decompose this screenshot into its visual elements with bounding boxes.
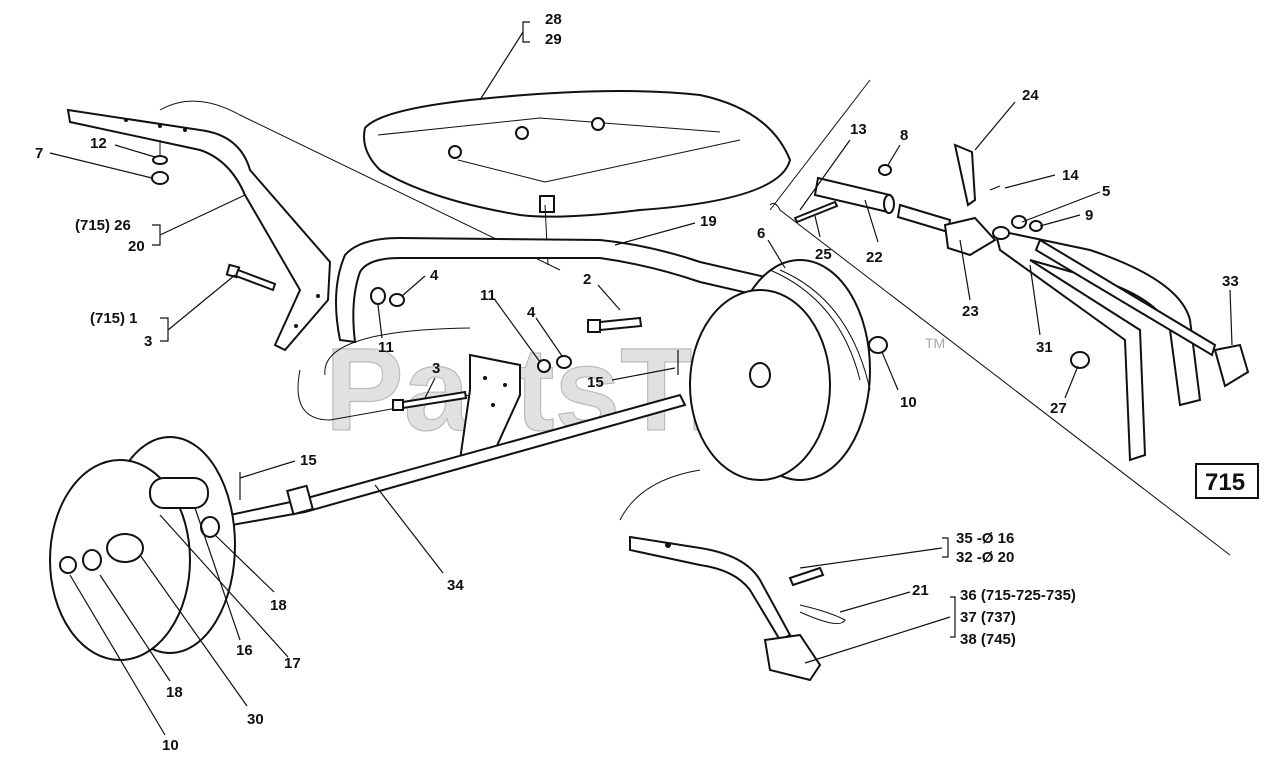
callout-10-left: 10	[162, 737, 179, 754]
callout-11-mid: 11	[480, 287, 496, 304]
callout-24: 24	[1022, 87, 1039, 104]
callout-14: 14	[1062, 167, 1079, 184]
bolt-upper-left	[225, 263, 277, 292]
seat-tray	[363, 90, 792, 218]
right-wheel	[689, 259, 871, 481]
nut-washer-lower	[537, 355, 572, 373]
callout-23: 23	[962, 303, 979, 320]
callout-715-1: (715) 1	[90, 310, 138, 327]
callout-19: 19	[700, 213, 717, 230]
callout-9: 9	[1085, 207, 1093, 224]
right-arm-assembly	[992, 215, 1250, 462]
callout-15-upper: 15	[587, 374, 604, 391]
callout-2: 2	[583, 271, 591, 288]
left-wheel	[49, 436, 236, 661]
callout-32: 32 -Ø 20	[956, 549, 1014, 566]
callout-8: 8	[900, 127, 908, 144]
axle	[228, 393, 687, 527]
callout-36: 36 (715-725-735)	[960, 587, 1076, 604]
callout-30: 30	[247, 711, 264, 728]
model-number-box: 715	[1195, 463, 1259, 499]
model-number: 715	[1205, 469, 1245, 496]
cotter-pins	[239, 350, 679, 500]
lower-hitch-arm	[629, 535, 846, 682]
callout-4-upper: 4	[430, 267, 439, 284]
callout-25: 25	[815, 246, 832, 263]
callout-27: 27	[1050, 400, 1067, 417]
hitch-assembly	[793, 143, 1001, 257]
callout-6: 6	[757, 225, 765, 242]
callout-11-upper: 11	[378, 339, 394, 356]
callout-34: 34	[447, 577, 464, 594]
callout-715-26: (715) 26	[75, 217, 131, 234]
callout-7: 7	[35, 145, 43, 162]
bolt-2	[587, 316, 643, 333]
hub-spacers	[59, 336, 888, 574]
callout-13: 13	[850, 121, 867, 138]
callout-17: 17	[284, 655, 301, 672]
left-frame-bracket	[66, 108, 332, 352]
leader-lines	[49, 21, 1233, 736]
callout-29: 29	[545, 31, 562, 48]
callout-12: 12	[90, 135, 107, 152]
callout-37: 37 (737)	[960, 609, 1016, 626]
callout-4-mid: 4	[527, 304, 536, 321]
callout-35: 35 -Ø 16	[956, 530, 1014, 547]
callout-22: 22	[866, 249, 883, 266]
callout-3-upper: 3	[144, 333, 152, 350]
callout-5: 5	[1102, 183, 1110, 200]
callout-18-upper: 18	[270, 597, 287, 614]
callout-20: 20	[128, 238, 145, 255]
callout-21: 21	[912, 582, 929, 599]
callout-38: 38 (745)	[960, 631, 1016, 648]
callout-18-lower: 18	[166, 684, 183, 701]
callout-28: 28	[545, 11, 562, 28]
callout-3-lower: 3	[432, 360, 440, 377]
nut-washer-upper	[370, 287, 405, 307]
bolt-3-lower	[392, 390, 468, 411]
callout-10-right: 10	[900, 394, 917, 411]
washer-stack-12-7	[151, 140, 169, 185]
callout-31: 31	[1036, 339, 1053, 356]
callout-16: 16	[236, 642, 253, 659]
callout-15-lower: 15	[300, 452, 317, 469]
callout-33: 33	[1222, 273, 1239, 290]
watermark-tm: TM	[925, 335, 945, 351]
callout-labels: 28 29 24 13 8 12 7 14 5 9 (715) 26 20 19…	[35, 11, 1239, 754]
assembly-lines	[159, 79, 1231, 556]
